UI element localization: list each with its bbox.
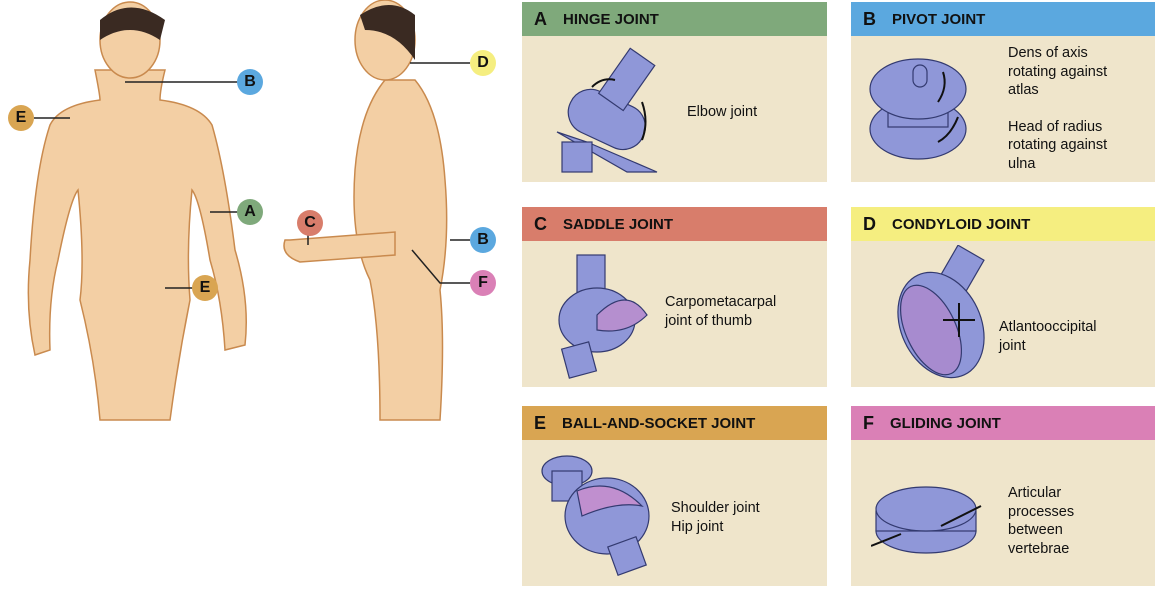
desc-line: Dens of axis [1008,45,1088,61]
panel-title: PIVOT JOINT [892,10,986,28]
gliding-joint-illustration [871,486,982,554]
desc-line: atlas [1008,82,1039,98]
desc-line: joint [999,337,1026,354]
condyloid-joint-illustration [897,245,985,379]
desc-line: rotating against [1008,63,1108,80]
callout-A-elbow: A [237,199,263,225]
panel-letter: A [534,8,547,29]
desc-line: Carpometacarpal [665,294,777,310]
desc-line: Articular [1008,485,1062,501]
desc-line: Head of radius [1008,118,1103,135]
callout-lines [34,62,470,289]
panel-title: GLIDING JOINT [890,414,1001,432]
panel-letter: D [863,213,876,234]
desc-line: Hip joint [671,518,724,535]
desc-line: vertebrae [1008,540,1070,557]
panel-hinge-joint: A HINGE JOINT Elbow joint [522,2,827,182]
saddle-joint-illustration [558,254,648,379]
front-figure [27,1,247,421]
callout-D-neck: D [470,50,496,76]
callout-E-hip: E [192,275,218,301]
desc-line: between [1008,522,1063,538]
callout-B-forearm: B [470,227,496,253]
panel-condyloid-joint: D CONDYLOID JOINT Atlantooccipital joint [851,207,1155,387]
desc-line: rotating against [1008,137,1108,153]
front-hair [100,7,165,40]
ball-and-socket-joint-illustration [541,455,650,576]
desc-line: processes [1008,503,1075,520]
panel-title: BALL-AND-SOCKET JOINT [562,414,756,432]
panel-title: HINGE JOINT [563,10,659,28]
panel-letter: C [534,213,547,234]
panel-letter: F [863,412,874,433]
desc-line: Atlantooccipital [999,319,1097,335]
callout-C-thumb: C [297,210,323,236]
callout-B-neck: B [237,69,263,95]
panel-pivot-joint: B PIVOT JOINT Dens of axis rotating again… [851,2,1155,182]
panel-title: CONDYLOID JOINT [892,215,1031,233]
panel-gliding-joint: F GLIDING JOINT Articular processes between… [851,406,1155,586]
panel-saddle-joint: C SADDLE JOINT Carpometacarpal joint of th… [522,207,827,387]
callout-E-shoulder: E [8,105,34,131]
panel-letter: B [863,8,876,29]
pivot-joint-illustration [869,58,967,160]
callout-F-spine: F [470,270,496,296]
desc-line: joint of thumb [665,312,753,329]
panel-letter: E [534,412,547,433]
human-figures-illustration [27,0,470,421]
hinge-joint-illustration [556,47,658,173]
side-hair [360,5,415,60]
desc-line: ulna [1008,155,1036,172]
desc-line: Shoulder joint [671,500,760,516]
panel-title: SADDLE JOINT [563,215,674,233]
desc-line: Elbow joint [687,104,758,120]
